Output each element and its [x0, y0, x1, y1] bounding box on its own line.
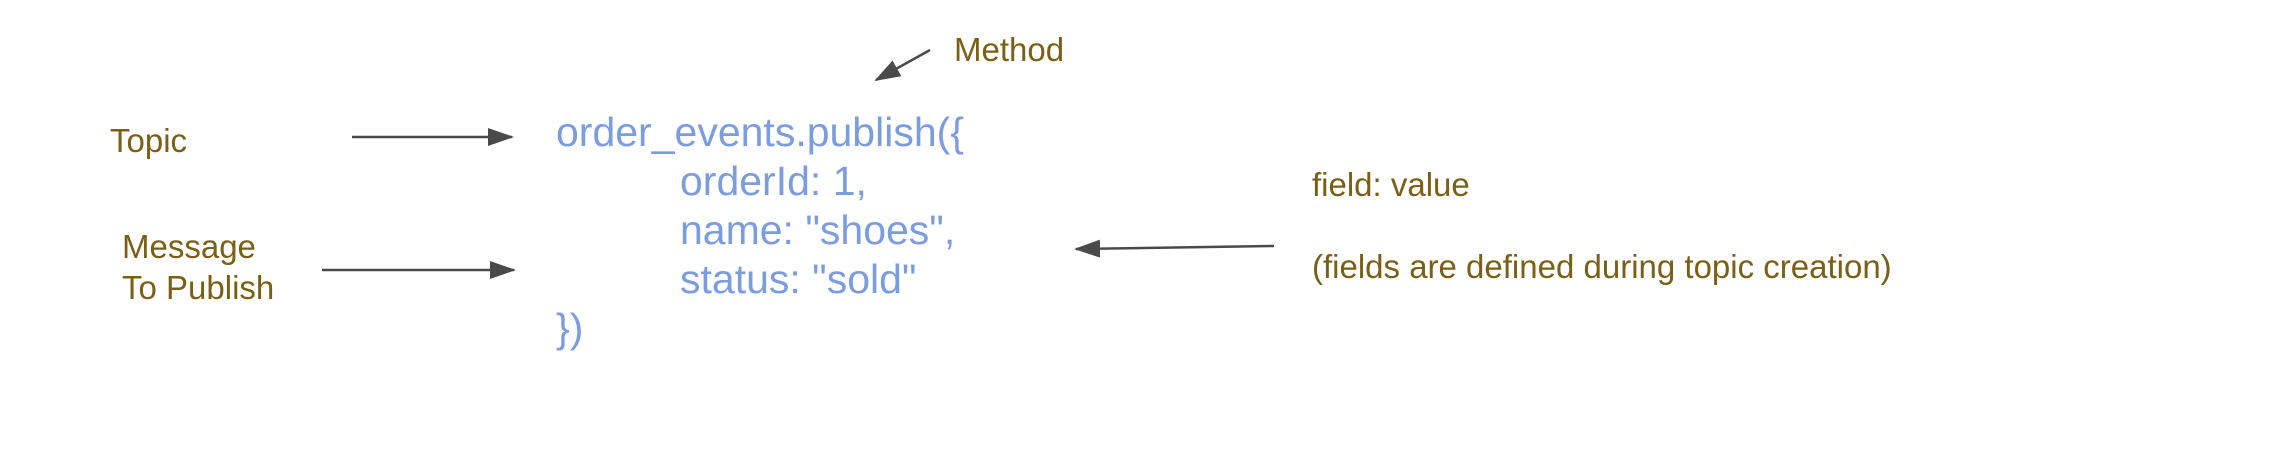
code-line-close: })	[556, 305, 584, 351]
code-block: order_events.publish({ orderId: 1, name:…	[556, 108, 964, 353]
topic-label: Topic	[110, 122, 188, 159]
code-line-publish: order_events.publish({	[556, 109, 964, 155]
method-arrow	[874, 48, 931, 82]
fields-note-label: (fields are defined during topic creatio…	[1312, 248, 1892, 285]
message-label-line2: To Publish	[122, 269, 275, 307]
fields-arrow	[1074, 239, 1275, 258]
code-line-orderid: orderId: 1,	[680, 158, 867, 204]
method-label: Method	[954, 31, 1065, 68]
field-value-label: field: value	[1312, 166, 1470, 203]
code-line-name: name: "shoes",	[680, 207, 956, 253]
code-line-status: status: "sold"	[680, 256, 917, 302]
message-label-line1: Message	[122, 228, 256, 265]
message-label: Message To Publish	[122, 226, 274, 309]
